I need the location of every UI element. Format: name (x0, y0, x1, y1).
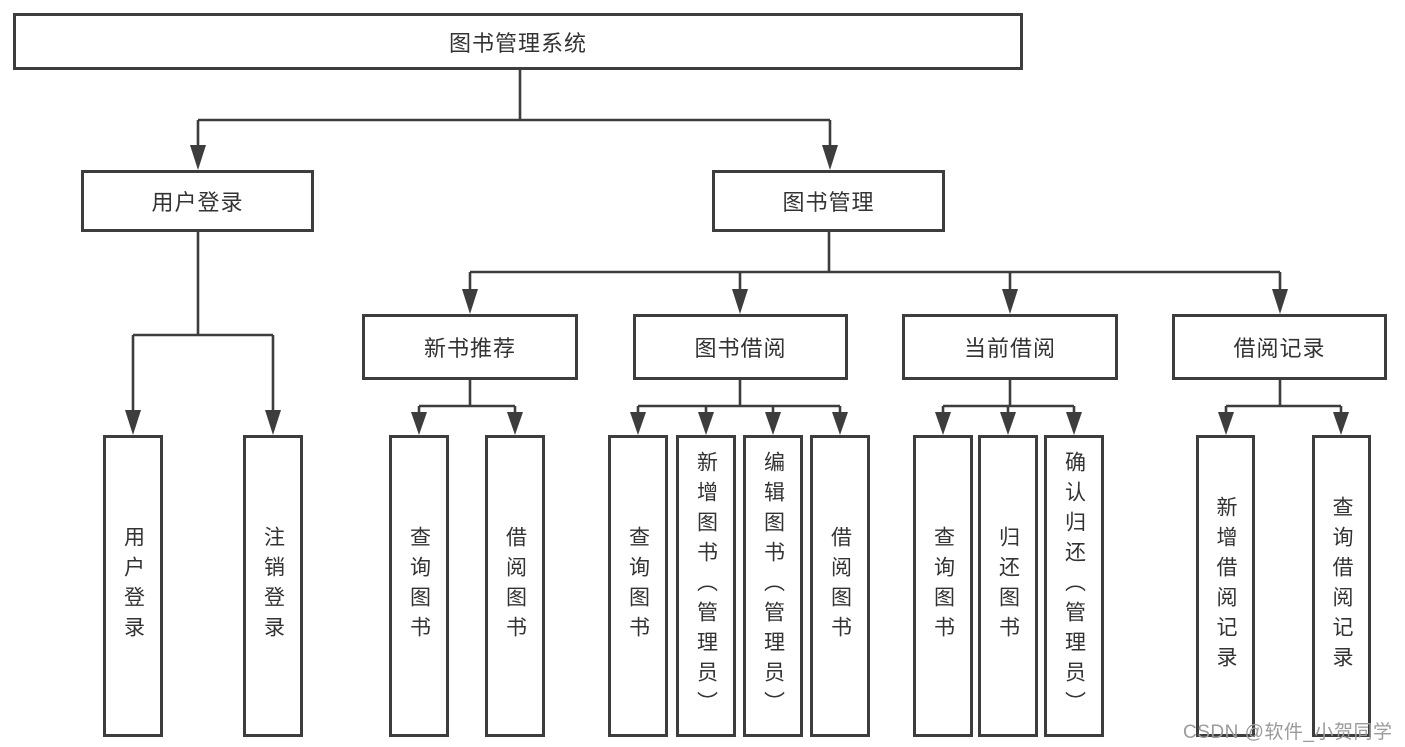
leaf-newbook-query-books-label: 查询图书 (407, 526, 431, 646)
node-current-borrow: 当前借阅 (902, 314, 1118, 380)
node-new-book-recommend-label: 新书推荐 (423, 336, 516, 361)
leaf-current-confirm-return-admin-label: 确认归还（管理员） (1062, 451, 1086, 721)
node-book-borrow: 图书借阅 (633, 314, 848, 380)
connector-root (190, 70, 838, 170)
leaf-records-query-record-label: 查询借阅记录 (1330, 496, 1353, 676)
leaf-current-confirm-return-admin: 确认归还（管理员） (1044, 435, 1104, 737)
leaf-user-login: 用户登录 (103, 435, 163, 737)
leaf-logout: 注销登录 (243, 435, 303, 737)
leaf-records-query-record: 查询借阅记录 (1312, 435, 1371, 737)
leaf-newbook-query-books: 查询图书 (389, 435, 449, 737)
csdn-watermark: CSDN @软件_小贺同学 (1183, 722, 1393, 743)
leaf-current-return-books: 归还图书 (978, 435, 1038, 737)
leaf-borrow-query-books: 查询图书 (608, 435, 668, 737)
leaf-borrow-add-books-admin-label: 新增图书（管理员） (694, 451, 718, 721)
node-book-management: 图书管理 (712, 170, 945, 232)
leaf-records-add-record-label: 新增借阅记录 (1214, 496, 1237, 676)
connector-new-book (411, 380, 523, 435)
node-user-login: 用户登录 (81, 170, 314, 232)
leaf-borrow-add-books-admin: 新增图书（管理员） (676, 435, 736, 737)
leaf-borrow-borrow-books-label: 借阅图书 (828, 526, 852, 646)
root-box-library-system: 图书管理系统 (13, 13, 1023, 70)
leaf-borrow-query-books-label: 查询图书 (626, 526, 650, 646)
leaf-current-query-books-label: 查询图书 (931, 526, 955, 646)
node-user-login-label: 用户登录 (151, 190, 244, 215)
node-new-book-recommend: 新书推荐 (362, 314, 578, 380)
connector-current-borrow (935, 380, 1082, 435)
leaf-borrow-borrow-books: 借阅图书 (810, 435, 870, 737)
connector-book-borrow (630, 380, 848, 435)
leaf-records-add-record: 新增借阅记录 (1196, 435, 1255, 737)
node-borrow-records: 借阅记录 (1172, 314, 1387, 380)
connector-book-management (462, 232, 1288, 314)
root-label: 图书管理系统 (448, 30, 587, 56)
node-current-borrow-label: 当前借阅 (963, 336, 1056, 361)
leaf-newbook-borrow-books: 借阅图书 (485, 435, 545, 737)
leaf-current-return-books-label: 归还图书 (996, 526, 1020, 646)
leaf-user-login-label: 用户登录 (121, 526, 145, 646)
node-book-borrow-label: 图书借阅 (694, 336, 787, 361)
node-book-management-label: 图书管理 (782, 190, 875, 215)
leaf-borrow-edit-books-admin: 编辑图书（管理员） (743, 435, 803, 737)
leaf-logout-label: 注销登录 (261, 526, 285, 646)
connector-user-login (125, 232, 281, 435)
leaf-borrow-edit-books-admin-label: 编辑图书（管理员） (761, 451, 785, 721)
node-borrow-records-label: 借阅记录 (1233, 336, 1326, 361)
connector-borrow-records (1218, 380, 1349, 435)
leaf-current-query-books: 查询图书 (913, 435, 973, 737)
leaf-newbook-borrow-books-label: 借阅图书 (503, 526, 527, 646)
